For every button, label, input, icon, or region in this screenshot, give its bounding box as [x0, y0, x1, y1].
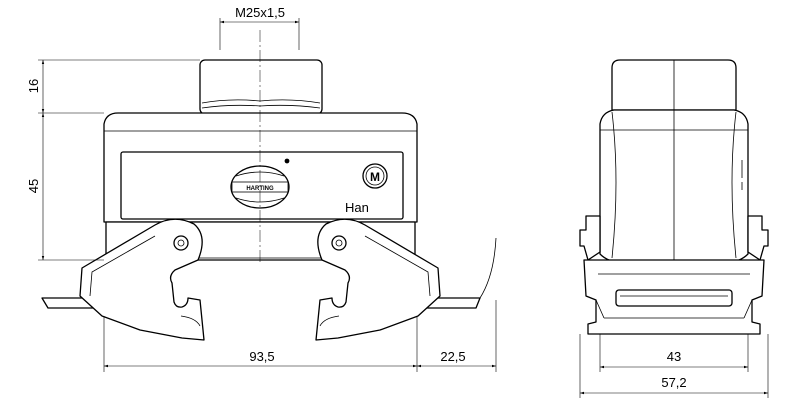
front-lever-right [315, 218, 441, 341]
dim-side-total: 57,2 [661, 375, 686, 390]
dim-side-inner: 43 [667, 349, 681, 364]
brand-label: HARTING [246, 186, 274, 192]
side-dimensions: 43 57,2 [579, 334, 769, 398]
dim-lever-extent: 22,5 [440, 349, 465, 364]
han-label: Han [345, 200, 369, 215]
dim-body-height: 45 [26, 179, 41, 193]
side-bracket-right [747, 215, 769, 261]
m-mark: M [362, 163, 388, 189]
side-bracket-left [579, 215, 601, 261]
dim-base-width: 93,5 [249, 349, 274, 364]
dim-thread: M25x1,5 [235, 5, 285, 20]
side-view [579, 59, 769, 335]
front-dimensions: M25x1,5 16 45 93,5 22,5 [26, 5, 497, 372]
front-view: HARTING M Han [41, 30, 497, 341]
m-mark-label: M [370, 170, 380, 184]
front-lever-left [79, 218, 205, 341]
dim-top-height: 16 [26, 79, 41, 93]
